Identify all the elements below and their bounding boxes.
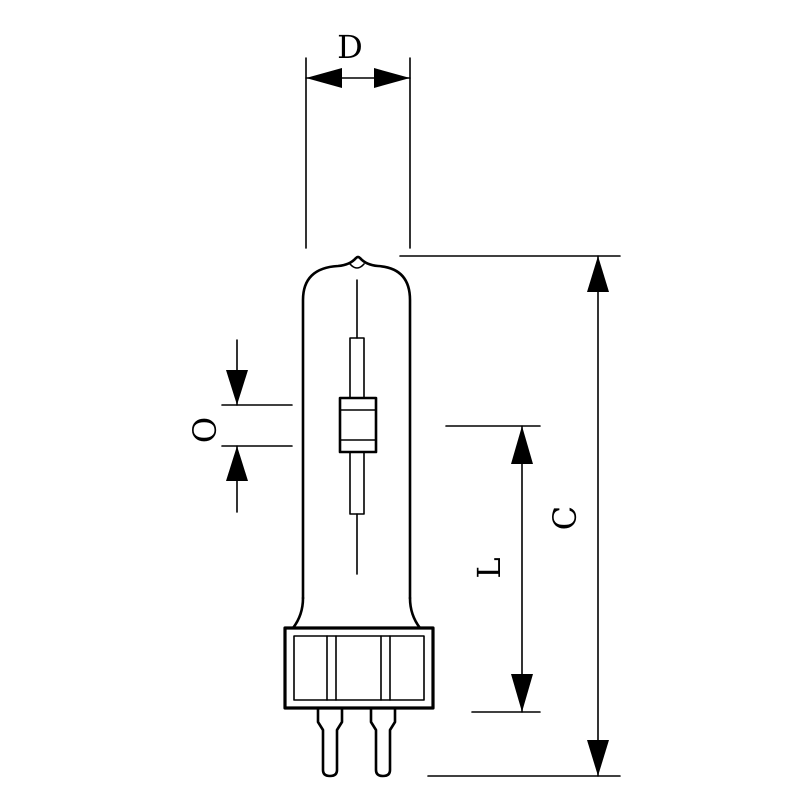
l-label: L (470, 557, 508, 578)
electrode-top (349, 337, 365, 399)
dimension-l: L (445, 425, 541, 713)
d-arrow-left (306, 68, 342, 88)
d-label: D (337, 28, 363, 66)
lamp-bulb (291, 255, 422, 630)
bulb-tip (349, 263, 365, 269)
bulb-neck (291, 596, 422, 630)
pin-left (316, 706, 344, 778)
d-arrow-right (374, 68, 410, 88)
dimension-d: D (305, 28, 411, 249)
bulb-outline (301, 255, 412, 600)
lamp-base (283, 626, 435, 710)
base-outer (283, 626, 435, 710)
dimension-c: C (399, 255, 621, 777)
electrode-bottom (349, 451, 365, 515)
arc-tube (338, 396, 378, 454)
o-label: O (186, 417, 224, 443)
o-arrow-top (226, 370, 248, 405)
c-label: C (546, 506, 584, 530)
base-inner (293, 635, 425, 701)
c-arrow-top (587, 256, 609, 292)
arc-tube-assembly (338, 279, 378, 575)
o-arrow-bottom (226, 446, 248, 481)
pin-right (369, 706, 397, 778)
c-arrow-bottom (587, 740, 609, 776)
dimension-o: O (186, 339, 293, 513)
l-arrow-top (511, 426, 533, 464)
lamp-pins (316, 706, 397, 778)
l-arrow-bottom (511, 674, 533, 712)
